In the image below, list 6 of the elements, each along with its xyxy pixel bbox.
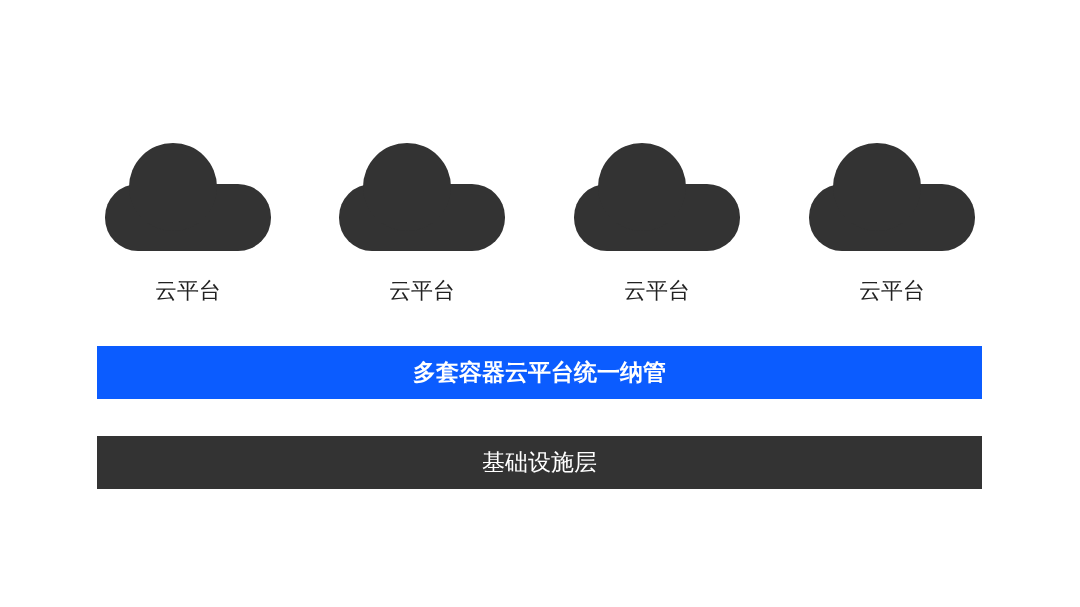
infrastructure-band: 基础设施层	[97, 436, 982, 489]
cloud-label: 云平台	[623, 277, 691, 305]
cloud-label: 云平台	[388, 277, 456, 305]
cloud-label: 云平台	[154, 277, 222, 305]
cloud-label: 云平台	[858, 277, 926, 305]
platform-band: 多套容器云平台统一纳管	[97, 346, 982, 399]
